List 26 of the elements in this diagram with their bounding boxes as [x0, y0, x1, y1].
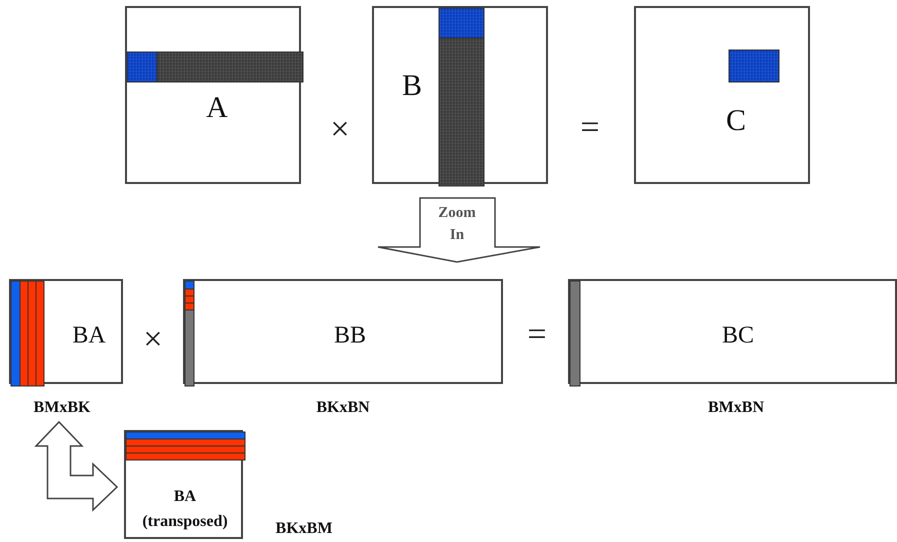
operator-symbol: ×	[330, 113, 350, 147]
matrix-box	[125, 6, 301, 184]
matrix-box	[634, 6, 810, 184]
matrix-box	[183, 279, 503, 384]
dimension-label: BKxBN	[316, 399, 370, 417]
edge-label: Zoom In	[437, 204, 477, 245]
matrix-box	[568, 279, 897, 384]
matrix-label: BA	[72, 322, 106, 350]
operator-symbol: =	[580, 111, 600, 145]
matrix-label: BA	[174, 488, 196, 506]
matrix-label: BB	[334, 322, 366, 350]
operator-symbol: ×	[143, 323, 163, 357]
matrix-box	[9, 279, 123, 384]
dimension-label: BKxBM	[276, 520, 332, 538]
dimension-label: BMxBK	[34, 399, 90, 417]
matrix-box	[372, 6, 548, 184]
matrix-note: (transposed)	[142, 513, 228, 531]
block-arrow	[377, 197, 541, 263]
matrix-label: A	[206, 91, 228, 125]
operator-symbol: =	[527, 318, 547, 352]
block-arrow	[34, 420, 118, 512]
matrix-label: B	[402, 69, 422, 103]
matrix-box	[124, 430, 243, 539]
dimension-label: BMxBN	[708, 399, 764, 417]
matrix-label: BC	[722, 322, 754, 350]
matrix-label: C	[726, 104, 746, 138]
